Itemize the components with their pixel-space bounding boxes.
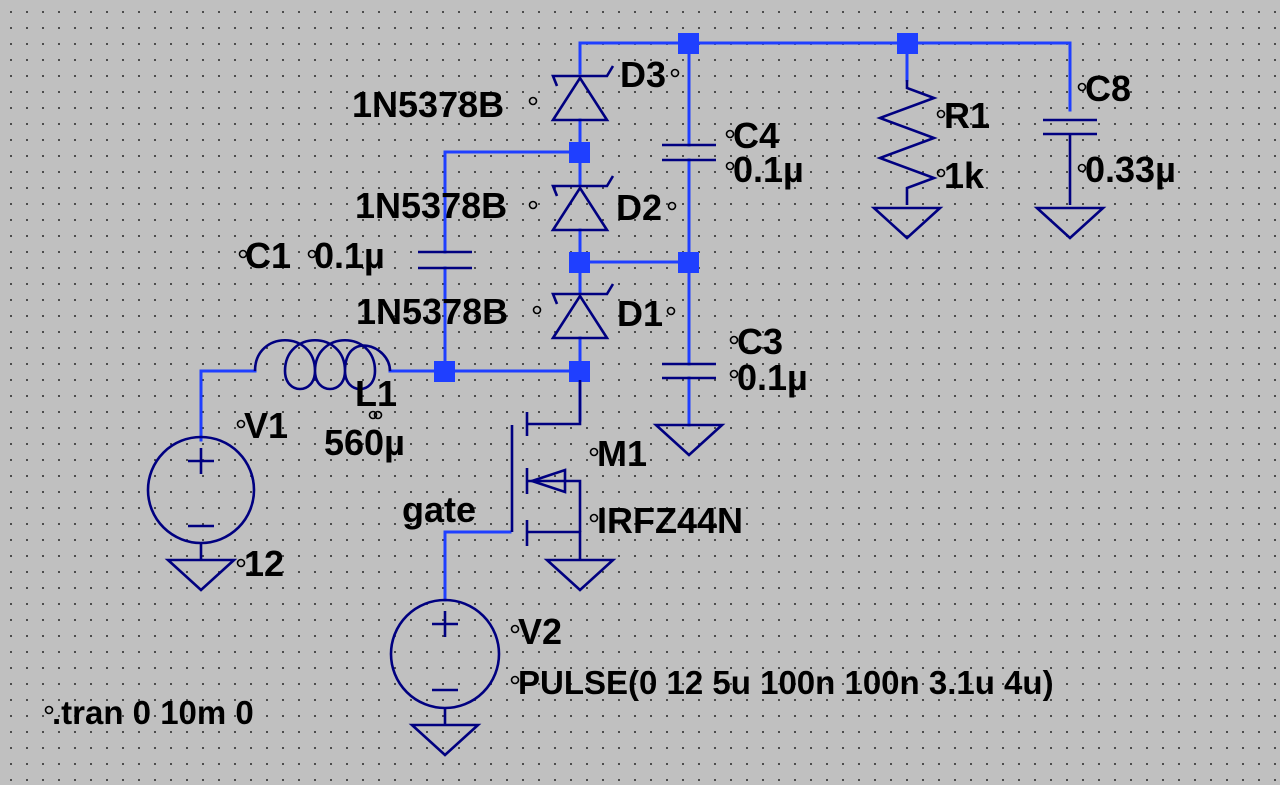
- diode-d3-symbol[interactable]: [550, 65, 615, 122]
- capacitor-c1-symbol[interactable]: [418, 250, 472, 270]
- c8-name-label[interactable]: C8: [1085, 68, 1131, 109]
- junctions: [434, 33, 918, 382]
- c8-value-label[interactable]: 0.33µ: [1085, 149, 1176, 190]
- ground-icon: [652, 423, 726, 457]
- junction-dot: [678, 33, 699, 54]
- resistor-r1-symbol[interactable]: [876, 80, 938, 205]
- v2-name-label[interactable]: V2: [518, 611, 562, 652]
- ground-icon: [408, 723, 482, 757]
- c4-name-label[interactable]: C4: [733, 115, 779, 156]
- c1-value-label[interactable]: 0.1µ: [314, 235, 385, 276]
- m1-name-label[interactable]: M1: [597, 433, 647, 474]
- capacitor-c3-symbol[interactable]: [662, 362, 716, 380]
- r1-value-label[interactable]: 1k: [944, 155, 985, 196]
- ground-symbols: [164, 206, 1107, 757]
- ground-icon: [543, 558, 617, 592]
- junction-dot: [569, 252, 590, 273]
- labels: 1N5378B D3 1N5378B D2 1N5378B D1 C1 0.1µ…: [52, 54, 1176, 731]
- junction-dot: [569, 142, 590, 163]
- r1-name-label[interactable]: R1: [944, 95, 990, 136]
- text-anchor-markers: [44, 68, 1087, 715]
- wire-c1-top[interactable]: [443, 150, 582, 254]
- capacitor-c8-symbol[interactable]: [1043, 118, 1097, 205]
- m1-model-label[interactable]: IRFZ44N: [597, 500, 743, 541]
- v1-value-label[interactable]: 12: [244, 543, 284, 584]
- voltage-source-v2-symbol[interactable]: [389, 598, 501, 725]
- junction-dot: [569, 361, 590, 382]
- mosfet-m1-symbol[interactable]: [510, 380, 582, 560]
- wire-gate[interactable]: [443, 530, 512, 602]
- gate-net-label[interactable]: gate: [402, 489, 476, 530]
- wire-v1-l1[interactable]: [199, 369, 257, 442]
- wires: [199, 41, 1072, 602]
- d3-name-label[interactable]: D3: [620, 54, 666, 95]
- c3-value-label[interactable]: 0.1µ: [737, 357, 808, 398]
- capacitor-c4-symbol[interactable]: [662, 143, 716, 162]
- voltage-source-v1-symbol[interactable]: [146, 435, 256, 560]
- l1-value-label[interactable]: 560µ: [324, 422, 405, 463]
- v1-name-label[interactable]: V1: [244, 405, 288, 446]
- d2-model-label[interactable]: 1N5378B: [355, 185, 507, 226]
- v2-value-label[interactable]: PULSE(0 12 5u 100n 100n 3.1u 4u): [518, 664, 1054, 701]
- junction-dot: [434, 361, 455, 382]
- ground-icon: [1033, 206, 1107, 240]
- spice-directive[interactable]: .tran 0 10m 0: [52, 694, 254, 731]
- inductor-l1-symbol[interactable]: [253, 338, 392, 391]
- wire-top-rail[interactable]: [578, 41, 1072, 112]
- diode-d1-symbol[interactable]: [550, 283, 615, 340]
- c1-name-label[interactable]: C1: [245, 235, 291, 276]
- c4-value-label[interactable]: 0.1µ: [733, 149, 804, 190]
- junction-dot: [678, 252, 699, 273]
- junction-dot: [897, 33, 918, 54]
- ground-icon: [164, 558, 238, 592]
- l1-name-label[interactable]: L1: [355, 373, 397, 414]
- d1-model-label[interactable]: 1N5378B: [356, 291, 508, 332]
- c3-name-label[interactable]: C3: [737, 321, 783, 362]
- ground-icon: [870, 206, 944, 240]
- d2-name-label[interactable]: D2: [616, 187, 662, 228]
- d3-model-label[interactable]: 1N5378B: [352, 84, 504, 125]
- diode-d2-symbol[interactable]: [550, 175, 615, 232]
- d1-name-label[interactable]: D1: [617, 293, 663, 334]
